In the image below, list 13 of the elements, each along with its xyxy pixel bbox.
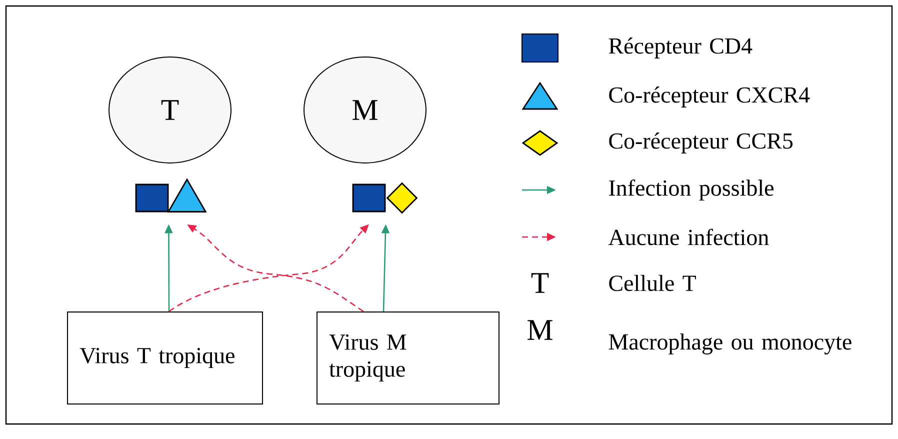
receptor-square — [352, 184, 386, 212]
legend-text: Co-récepteur CCR5 — [609, 132, 793, 154]
legend-text: Récepteur CD4 — [608, 38, 752, 58]
legend-symbol: T — [531, 273, 549, 293]
virus-box: Virus T tropique — [67, 312, 263, 404]
legend-text: Infection possible — [609, 179, 774, 201]
receptor-square — [135, 184, 169, 212]
legend-text: Aucune infection — [608, 228, 769, 246]
legend-text: Co-récepteur CXCR4 — [609, 86, 810, 108]
legend-symbol: M — [528, 320, 552, 340]
legend-text: Cellule T — [609, 274, 696, 292]
virus-box: Virus M tropique — [316, 312, 500, 404]
legend-text: Macrophage ou monocyte — [608, 334, 852, 354]
